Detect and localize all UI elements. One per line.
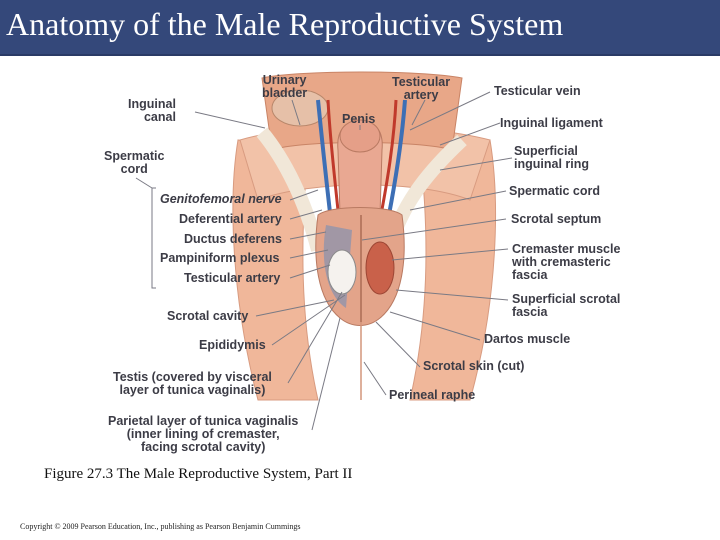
label-testicular-vein: Testicular vein (494, 84, 581, 98)
title-bar: Anatomy of the Male Reproductive System (0, 0, 720, 54)
leader-lines (194, 91, 513, 431)
slide-title: Anatomy of the Male Reproductive System (6, 6, 564, 42)
label-inguinal-ligament: Inguinal ligament (500, 116, 603, 130)
figure-caption: Figure 27.3 The Male Reproductive System… (44, 466, 353, 482)
title-divider (0, 54, 720, 56)
label-testicular-artery: Testicular artery (184, 271, 281, 285)
glans (339, 119, 381, 153)
label-dartos-muscle: Dartos muscle (484, 332, 571, 346)
copyright-notice: Copyright © 2009 Pearson Education, Inc.… (20, 522, 301, 531)
label-epididymis: Epididymis (199, 338, 266, 352)
label-testis: Testis (covered by visceral layer of tun… (113, 370, 272, 397)
label-penis: Penis (342, 112, 376, 126)
label-scrotal-cavity: Scrotal cavity (167, 309, 249, 323)
label-parietal-layer: Parietal layer of tunica vaginalis (inne… (108, 414, 299, 454)
right-testis (365, 241, 395, 295)
label-superficial-scrotal-fascia: Superficial scrotal fascia (512, 292, 621, 319)
label-genitofemoral-nerve: Genitofemoral nerve (160, 192, 282, 206)
left-spermatic-cord (256, 127, 325, 252)
label-perineal-raphe: Perineal raphe (389, 388, 476, 402)
label-testicular-artery-top: Testicular artery (392, 75, 451, 102)
left-testis (327, 249, 357, 295)
label-cremaster-muscle: Cremaster muscle with cremasteric fascia (512, 242, 621, 282)
label-spermatic-cord-right: Spermatic cord (509, 184, 601, 198)
label-spermatic-cord-left: Spermatic cord (104, 149, 165, 176)
label-scrotal-septum: Scrotal septum (511, 212, 602, 226)
label-deferential-artery: Deferential artery (179, 212, 282, 226)
right-thigh (409, 139, 496, 401)
label-ductus-deferens: Ductus deferens (184, 232, 282, 246)
spermatic-cord-bracket (151, 187, 156, 289)
label-urinary-bladder: Urinary bladder (262, 73, 308, 100)
label-scrotal-skin: Scrotal skin (cut) (423, 359, 525, 373)
label-pampiniform-plexus: Pampiniform plexus (160, 251, 280, 265)
label-superficial-inguinal-ring: Superficial inguinal ring (514, 144, 589, 171)
label-inguinal-canal: Inguinal canal (128, 97, 176, 124)
